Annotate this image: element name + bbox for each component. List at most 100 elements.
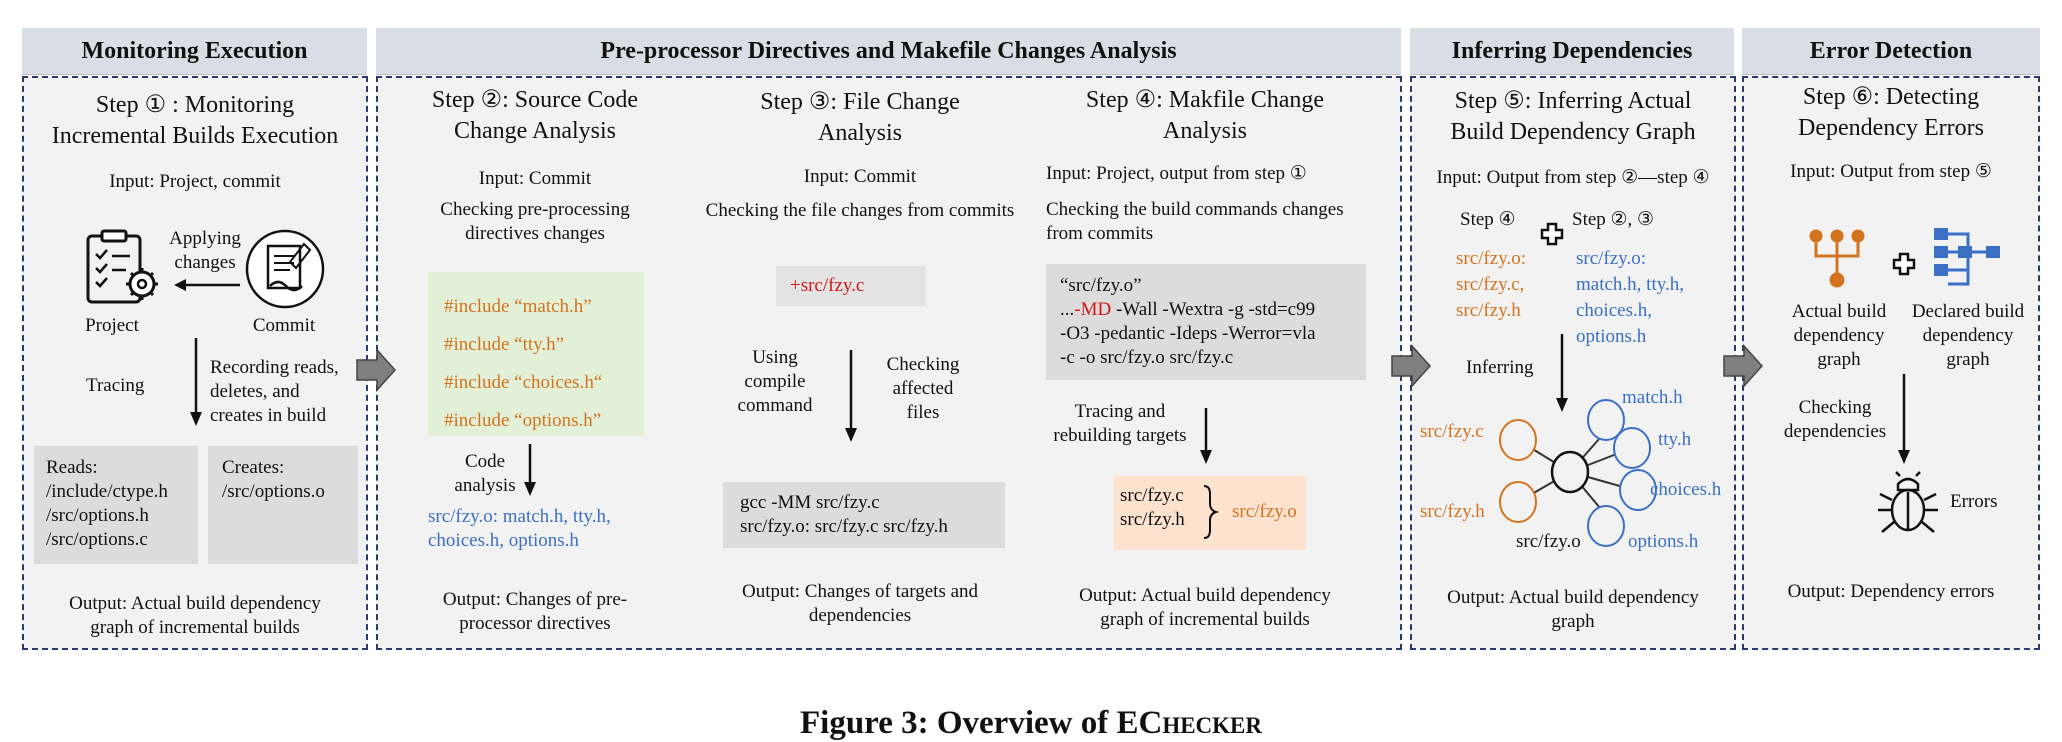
step6-title: Step ⑥: Detecting Dependency Errors (1742, 82, 2040, 144)
panel-arrow-3 (1723, 344, 1764, 388)
step5-output: Output: Actual build dependency graph (1410, 586, 1736, 634)
step4-input: Input: Project, output from step ① (1046, 163, 1307, 184)
recording-line1: Recording reads, (210, 357, 339, 378)
tree-orange-icon (1809, 229, 1865, 288)
recording-line3: creates in build (210, 405, 327, 426)
declared-line2: dependency (1922, 325, 2014, 346)
node-label-tty: tty.h (1658, 429, 1692, 450)
step3-using: Using compile command (730, 346, 820, 418)
step1-input: Input: Project, commit (109, 171, 281, 192)
reads-box (34, 446, 198, 564)
header-inferring: Inferring Dependencies (1410, 28, 1734, 75)
graph-node-match (1587, 399, 1625, 441)
left-dep-line: src/fzy.c, (1456, 274, 1525, 295)
step2-result-line2: choices.h, options.h (428, 530, 579, 551)
cmd-line4: -c -o src/fzy.o src/fzy.c (1060, 347, 1234, 368)
header-preprocessor: Pre-processor Directives and Makefile Ch… (376, 28, 1401, 75)
caption-text: Figure 3: Overview of E (800, 705, 1139, 741)
panel-arrow-2 (1391, 344, 1432, 388)
step4-target: src/fzy.o (1232, 501, 1297, 522)
arrow-left-applying (174, 279, 240, 291)
step2-output: Output: Changes of pre- processor direct… (400, 588, 670, 636)
creates-label: Creates: (222, 457, 285, 478)
code-line2: analysis (454, 475, 516, 496)
step3-output-line1: Output: Changes of targets and (741, 581, 979, 602)
using-line3: command (737, 395, 813, 416)
declared-line1: Declared build (1911, 301, 2025, 322)
plus-icon-2 (1892, 252, 1916, 276)
panel-arrow-1 (356, 348, 397, 392)
panel-inferring (1410, 76, 1736, 650)
step2-output-line2: processor directives (459, 613, 611, 634)
graph-node-choices (1619, 469, 1657, 511)
step5-title-line1: Step ⑤: Inferring Actual (1454, 88, 1692, 114)
step6-input: Input: Output from step ⑤ (1790, 161, 1992, 182)
step1-title: Step ① : Monitoring Incremental Builds E… (22, 90, 368, 152)
left-dep-line: src/fzy.o: (1456, 248, 1526, 269)
step4-output-line1: Output: Actual build dependency (1079, 585, 1331, 606)
step3-gcc: gcc -MM src/fzy.c src/fzy.o: src/fzy.c s… (740, 491, 1010, 539)
figure-caption: Figure 3: Overview of EChecker (0, 705, 2062, 742)
step2-title-line1: Step ②: Source Code (431, 87, 639, 113)
step5-right-deps: src/fzy.o: match.h, tty.h, choices.h, op… (1576, 246, 1726, 350)
reads-label: Reads: (46, 457, 98, 478)
bug-icon (1878, 471, 1938, 533)
reads-text: Reads: /include/ctype.h /src/options.h /… (46, 456, 196, 552)
declared-line3: graph (1946, 349, 1990, 370)
step6-title-line2: Dependency Errors (1798, 115, 1984, 141)
gcc-box (723, 482, 1005, 548)
plus-icon (1540, 222, 1564, 246)
tree-blue-icon (1934, 228, 2000, 286)
step6-errors: Errors (1950, 491, 1998, 512)
applying-line1: Applying (169, 228, 241, 249)
using-line1: Using (752, 347, 798, 368)
checking-deps-line1: Checking (1798, 397, 1872, 418)
graph-node-options (1587, 505, 1625, 547)
arrow-down-code (524, 444, 536, 496)
include-line: #include “choices.h“ (444, 372, 603, 393)
right-dep-line: options.h (1576, 326, 1647, 347)
creates-item: /src/options.o (222, 481, 325, 502)
actual-line1: Actual build (1791, 301, 1887, 322)
arrow-down-file (845, 350, 857, 442)
graph-node-center (1550, 450, 1590, 494)
dependency-graph (1499, 399, 1657, 547)
node-label-fzyc: src/fzy.c (1420, 421, 1484, 442)
applying-line2: changes (174, 252, 236, 273)
cmd-line3: -O3 -pedantic -Ideps -Werror=vla (1060, 323, 1316, 344)
step5-inferring: Inferring (1466, 357, 1534, 378)
reads-item: /include/ctype.h (46, 481, 168, 502)
step3-title-line2: Analysis (818, 120, 902, 146)
checking-line1: Checking (886, 354, 960, 375)
right-dep-line: match.h, tty.h, (1576, 274, 1684, 295)
step3-checking: Checking affected files (878, 353, 968, 425)
tracing-line2: rebuilding targets (1053, 425, 1187, 446)
step6-actual: Actual build dependency graph (1774, 300, 1904, 372)
creates-box (208, 446, 358, 564)
left-dep-line: src/fzy.h (1456, 300, 1521, 321)
include-line: #include “match.h” (444, 296, 592, 317)
cmd-line2: ...-MD -Wall -Wextra -g -std=c99 (1060, 298, 1370, 322)
step2-check-line1: Checking pre-processing (440, 199, 630, 220)
step2-output-line1: Output: Changes of pre- (442, 589, 628, 610)
step6-checking: Checking dependencies (1770, 396, 1900, 444)
step3-title-line1: Step ③: File Change (760, 89, 960, 115)
include-line: #include “tty.h” (444, 334, 565, 355)
recording-line2: deletes, and (210, 381, 300, 402)
step1-commit-label: Commit (252, 315, 316, 336)
step5-left-label: Step ④ (1460, 209, 1516, 230)
step2-result: src/fzy.o: match.h, tty.h, choices.h, op… (428, 505, 668, 553)
step1-output-line1: Output: Actual build dependency (69, 593, 321, 614)
step3-title: Step ③: File Change Analysis (680, 87, 1040, 149)
step1-project-label: Project (85, 315, 139, 336)
step3-output-line2: dependencies (808, 605, 912, 626)
actual-line3: graph (1817, 349, 1861, 370)
gcc-line1: gcc -MM src/fzy.c (740, 492, 880, 513)
code-line1: Code (464, 451, 506, 472)
step1-applying: Applying changes (160, 227, 250, 275)
step3-output: Output: Changes of targets and dependenc… (680, 580, 1040, 628)
step3-input: Input: Commit (803, 166, 917, 187)
step5-title: Step ⑤: Inferring Actual Build Dependenc… (1410, 86, 1736, 148)
cmd-flags: -Wall -Wextra -g -std=c99 (1111, 299, 1316, 320)
node-label-match: match.h (1622, 387, 1683, 408)
